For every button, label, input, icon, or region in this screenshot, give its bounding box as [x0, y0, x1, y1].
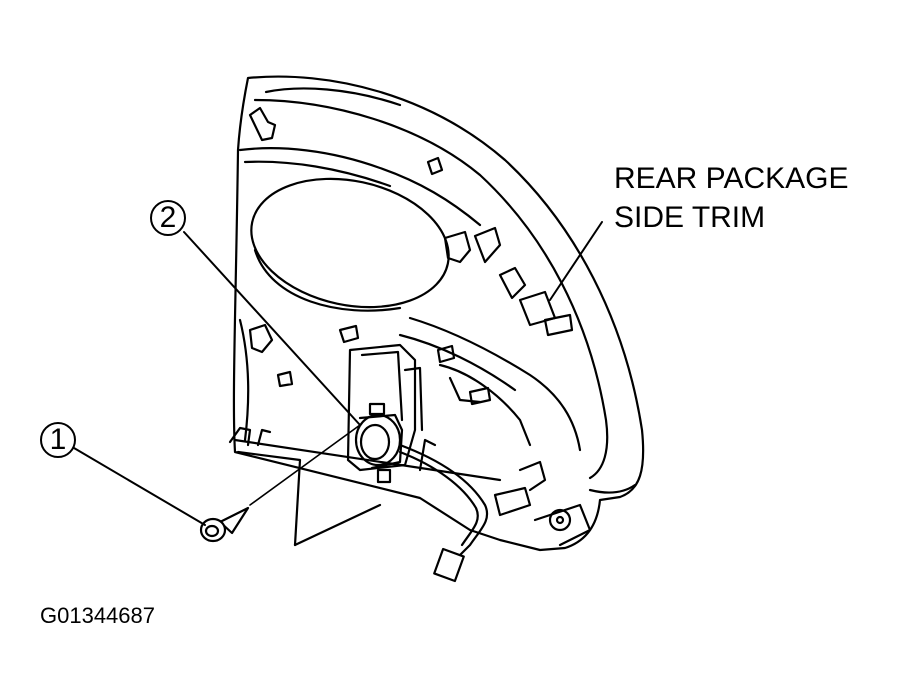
leader-line-trim — [549, 221, 603, 301]
callout-1-number: 1 — [49, 423, 67, 456]
tweeter-speaker-face — [359, 423, 391, 461]
trim-label-line2: SIDE TRIM — [614, 201, 766, 234]
clip-tab — [443, 230, 472, 264]
screw-head-inner — [204, 524, 220, 538]
figure-id: G01344687 — [40, 603, 155, 628]
lower-edge — [293, 503, 382, 547]
clip-tab — [473, 226, 502, 264]
clip-tab — [543, 313, 574, 337]
leader-line-1 — [73, 447, 206, 526]
clip-slot — [468, 386, 492, 406]
clip-slot — [338, 324, 360, 344]
installation-guide-line — [249, 424, 361, 506]
speaker-opening — [250, 177, 450, 309]
trim-panel-outline — [232, 75, 645, 552]
panel-rib — [448, 376, 482, 404]
panel-rib — [438, 363, 532, 447]
speaker-bracket-inner — [360, 350, 404, 422]
mounting-hole-center — [555, 515, 565, 525]
callout-2-circle — [150, 200, 186, 236]
trim-top-ridge — [238, 147, 482, 227]
lower-step — [228, 426, 252, 447]
trim-rim-inner — [253, 98, 609, 480]
callout-1-circle — [40, 422, 76, 458]
speaker-tab — [376, 468, 392, 484]
wire-harness-2 — [398, 450, 479, 547]
callout-2-number: 2 — [159, 201, 177, 234]
left-hook — [276, 370, 294, 388]
speaker-tab — [368, 402, 386, 416]
wire-harness — [398, 443, 489, 557]
rim-curl — [588, 483, 637, 494]
trim-label-line1: REAR PACKAGE — [614, 162, 849, 195]
clip-slot — [436, 344, 456, 364]
mounting-hole — [548, 508, 572, 532]
speaker-bracket-side — [403, 366, 424, 432]
left-hook — [248, 323, 274, 354]
screw-head — [199, 517, 227, 543]
trim-top-hook — [248, 106, 277, 142]
speaker-bracket — [346, 343, 417, 472]
clip-slot — [426, 156, 444, 176]
lower-step — [256, 428, 272, 447]
lower-bracket — [518, 460, 547, 492]
panel-rib — [408, 316, 582, 452]
trim-top-ridge-2 — [243, 160, 392, 188]
leader-line-2 — [183, 231, 361, 426]
lower-bracket — [493, 486, 532, 517]
speaker-opening-rim — [253, 248, 402, 312]
trim-rim-inner-2 — [264, 87, 402, 107]
lower-edge — [236, 450, 302, 547]
left-rib — [238, 318, 250, 442]
wire-connector — [433, 547, 465, 583]
lower-step — [418, 438, 437, 472]
lower-bracket — [533, 503, 592, 547]
lower-edge — [233, 438, 502, 482]
clip-tab — [498, 266, 527, 300]
panel-rib — [398, 333, 517, 392]
screw-shaft — [218, 506, 250, 535]
